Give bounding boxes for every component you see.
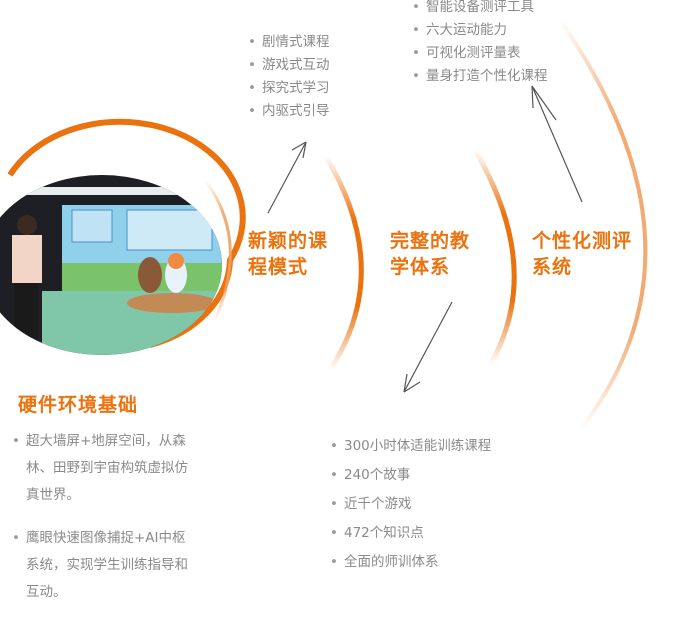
- evaluation-item: 可视化测评量表: [410, 42, 548, 65]
- teaching-system-item: 240个故事: [328, 461, 491, 490]
- course-mode-list: 剧情式课程 游戏式互动 探究式学习 内驱式引导: [246, 31, 330, 123]
- evaluation-item: 智能设备测评工具: [410, 0, 548, 19]
- teaching-system-item: 近千个游戏: [328, 490, 491, 519]
- teaching-system-item: 全面的师训体系: [328, 548, 491, 577]
- course-mode-item: 游戏式互动: [246, 54, 330, 77]
- teaching-system-item: 472个知识点: [328, 519, 491, 548]
- evaluation-item: 量身打造个性化课程: [410, 65, 548, 88]
- arc-evaluation: [558, 18, 648, 432]
- arc-course-mode: [322, 153, 364, 372]
- evaluation-item: 六大运动能力: [410, 19, 548, 42]
- teaching-system-title: 完整的教 学体系: [390, 230, 471, 278]
- arrow-teaching-system: [403, 301, 453, 393]
- evaluation-title: 个性化测评 系统: [532, 230, 633, 278]
- course-mode-item: 探究式学习: [246, 77, 330, 100]
- hardware-item: 超大墙屏+地屏空间，从森林、田野到宇宙构筑虚拟仿真世界。: [10, 428, 190, 509]
- teaching-system-item: 300小时体适能训练课程: [328, 432, 491, 461]
- course-mode-title: 新颖的课 程模式: [248, 230, 329, 278]
- classroom-photo: [0, 175, 222, 355]
- hardware-item: 鹰眼快速图像捕捉+AI中枢系统，实现学生训练指导和互动。: [10, 525, 190, 606]
- hardware-title: 硬件环境基础: [18, 394, 139, 416]
- teaching-system-list: 300小时体适能训练课程 240个故事 近千个游戏 472个知识点 全面的师训体…: [328, 432, 491, 577]
- course-mode-item: 剧情式课程: [246, 31, 330, 54]
- arrow-course-mode: [267, 141, 307, 214]
- arrow-evaluation: [531, 85, 583, 203]
- course-mode-item: 内驱式引导: [246, 100, 330, 123]
- evaluation-list: 智能设备测评工具 六大运动能力 可视化测评量表 量身打造个性化课程: [410, 0, 548, 88]
- arc-teaching-system: [472, 148, 517, 367]
- hardware-list: 超大墙屏+地屏空间，从森林、田野到宇宙构筑虚拟仿真世界。 鹰眼快速图像捕捉+AI…: [10, 428, 190, 622]
